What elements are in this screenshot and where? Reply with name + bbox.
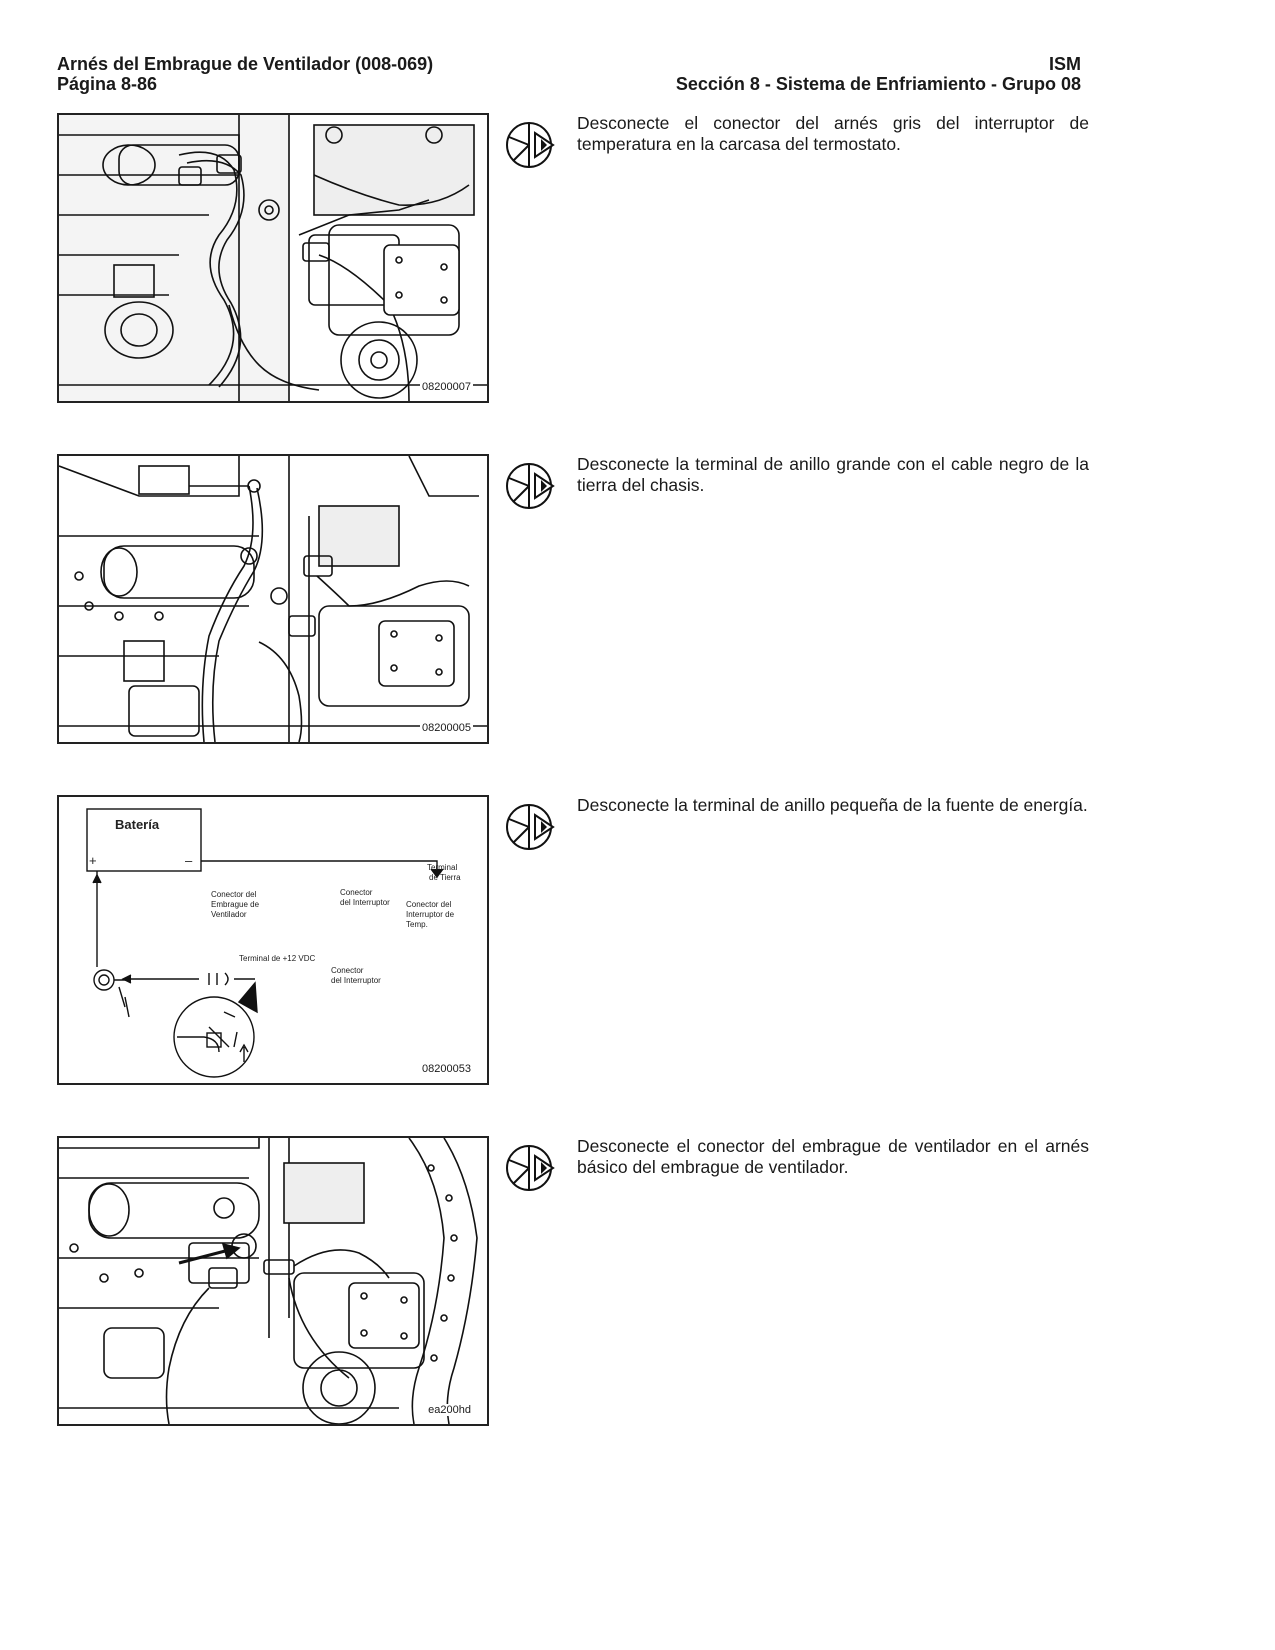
wiring-diagram: Batería + – Terminal de Tierra Conector … [86,808,461,1078]
engine-illustration [59,456,487,742]
step-1: 08200007 Desconecte el conector del arné… [57,113,1089,403]
figure-code: 08200053 [420,1063,473,1075]
page-header-right: ISM Sección 8 - Sistema de Enfriamiento … [676,54,1081,94]
detail-circle [173,996,255,1078]
negative-terminal: – [185,853,193,868]
disconnect-icon [506,804,555,850]
positive-terminal: + [89,853,97,868]
fan-clutch-connector-label-1: Conector del [211,890,257,899]
step-instruction: Desconecte el conector del arnés gris de… [577,113,1089,154]
figure-code: 08200005 [420,722,473,734]
terminal-12v-label: Terminal de +12 VDC [239,954,315,963]
figure-engine-photo-1: 08200007 [57,113,489,403]
page-header-left: Arnés del Embrague de Ventilador (008-06… [57,54,433,94]
temp-switch-connector-label-1: Conector del [406,900,452,909]
switch-connector-label-2: del Interruptor [340,898,390,907]
ground-wire [201,860,438,875]
step-instruction: Desconecte la terminal de anillo pequeña… [577,795,1088,815]
ground-terminal-label-1: Terminal [427,863,457,872]
temp-switch-connector-label-3: Temp. [406,920,428,929]
disconnect-icon [506,122,555,168]
fan-clutch-connector-label-3: Ventilador [211,910,247,919]
step-4: ea200hd Desconecte el conector del embra… [57,1136,1089,1426]
section-title: Arnés del Embrague de Ventilador (008-06… [57,54,434,74]
step-2: 08200005 Desconecte la terminal de anill… [57,454,1089,744]
engine-illustration [59,115,487,401]
fan-clutch-connector-label-2: Embrague de [211,900,260,909]
figure-code: 08200007 [420,381,473,393]
switch-connector-2-label-1: Conector [331,966,364,975]
temp-switch-connector-label-2: Interruptor de [406,910,455,919]
engine-illustration [59,1138,478,1424]
switch-connector-label-1: Conector [340,888,373,897]
battery-label: Batería [115,817,160,832]
step-instruction: Desconecte el conector del embrague de v… [577,1136,1089,1177]
step-instruction: Desconecte la terminal de anillo grande … [577,454,1089,495]
engine-model: ISM [1048,54,1081,74]
figure-engine-photo-2: 08200005 [57,454,489,744]
ground-terminal-label-2: de Tierra [429,873,461,882]
section-group: Sección 8 - Sistema de Enfriamiento - Gr… [675,74,1081,94]
switch-connector-2-label-2: del Interruptor [331,976,381,985]
step-3: Batería + – Terminal de Tierra Conector … [57,795,1088,1085]
disconnect-icon [506,1145,555,1191]
figure-engine-photo-3: ea200hd [57,1136,489,1426]
figure-code: ea200hd [426,1404,473,1416]
battery-symbol [86,808,202,872]
page-number: Página 8-86 [57,74,158,94]
disconnect-icon [506,463,555,509]
figure-wiring-diagram: Batería + – Terminal de Tierra Conector … [57,795,489,1085]
